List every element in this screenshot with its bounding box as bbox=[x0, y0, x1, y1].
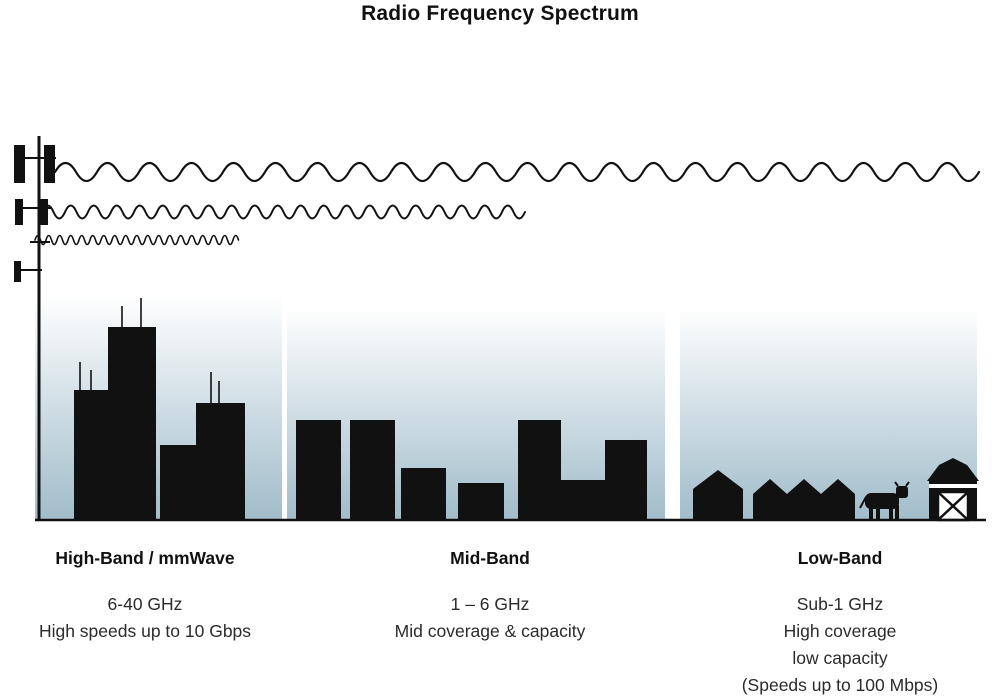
lowband-rural-icon bbox=[693, 458, 979, 522]
cow-icon bbox=[859, 481, 910, 520]
band-detail-lowband: (Speeds up to 100 Mbps) bbox=[741, 675, 939, 695]
band-label-lowband: Low-Band Sub-1 GHz High coverage low cap… bbox=[685, 548, 995, 699]
high-band-wave-icon bbox=[34, 234, 240, 246]
midband-town-skyline-icon bbox=[296, 420, 647, 520]
building bbox=[74, 390, 110, 520]
house-icon bbox=[787, 479, 821, 520]
building bbox=[350, 420, 395, 520]
page-title: Radio Frequency Spectrum bbox=[361, 2, 639, 25]
band-detail-highband: High speeds up to 10 Gbps bbox=[38, 621, 252, 641]
building bbox=[108, 327, 156, 520]
house-icon bbox=[821, 479, 855, 520]
band-frequency-highband: 6-40 GHz bbox=[107, 594, 183, 614]
building bbox=[160, 445, 196, 520]
highband-city-skyline-icon bbox=[74, 298, 245, 520]
band-frequency-midband: 1 – 6 GHz bbox=[450, 594, 530, 614]
house-icon bbox=[693, 470, 743, 520]
low-band-wave-icon bbox=[53, 161, 981, 183]
building bbox=[296, 420, 341, 520]
band-detail-lowband: High coverage bbox=[783, 621, 897, 641]
building bbox=[518, 420, 561, 520]
building bbox=[401, 468, 446, 520]
barn-icon bbox=[927, 458, 979, 522]
band-label-midband: Mid-Band 1 – 6 GHz Mid coverage & capaci… bbox=[330, 548, 650, 645]
band-detail-lowband: low capacity bbox=[792, 648, 888, 668]
spectrum-graphic bbox=[14, 136, 986, 522]
band-detail-midband: Mid coverage & capacity bbox=[394, 621, 586, 641]
cell-tower-icon bbox=[14, 136, 56, 520]
house-icon bbox=[753, 479, 787, 520]
antenna-panel bbox=[15, 199, 23, 225]
building bbox=[561, 480, 605, 520]
band-frequency-lowband: Sub-1 GHz bbox=[796, 594, 884, 614]
antenna-panel bbox=[14, 145, 25, 183]
building bbox=[196, 403, 245, 520]
antenna-panel bbox=[14, 261, 21, 282]
building bbox=[458, 483, 504, 520]
building bbox=[605, 440, 647, 520]
band-label-highband: High-Band / mmWave 6-40 GHz High speeds … bbox=[0, 548, 290, 645]
band-name-midband: Mid-Band bbox=[450, 548, 530, 568]
band-name-lowband: Low-Band bbox=[797, 548, 883, 568]
antenna-panel bbox=[44, 145, 55, 183]
mid-band-wave-icon bbox=[41, 204, 526, 220]
antenna-panel bbox=[40, 199, 48, 225]
band-name-highband: High-Band / mmWave bbox=[55, 548, 235, 568]
